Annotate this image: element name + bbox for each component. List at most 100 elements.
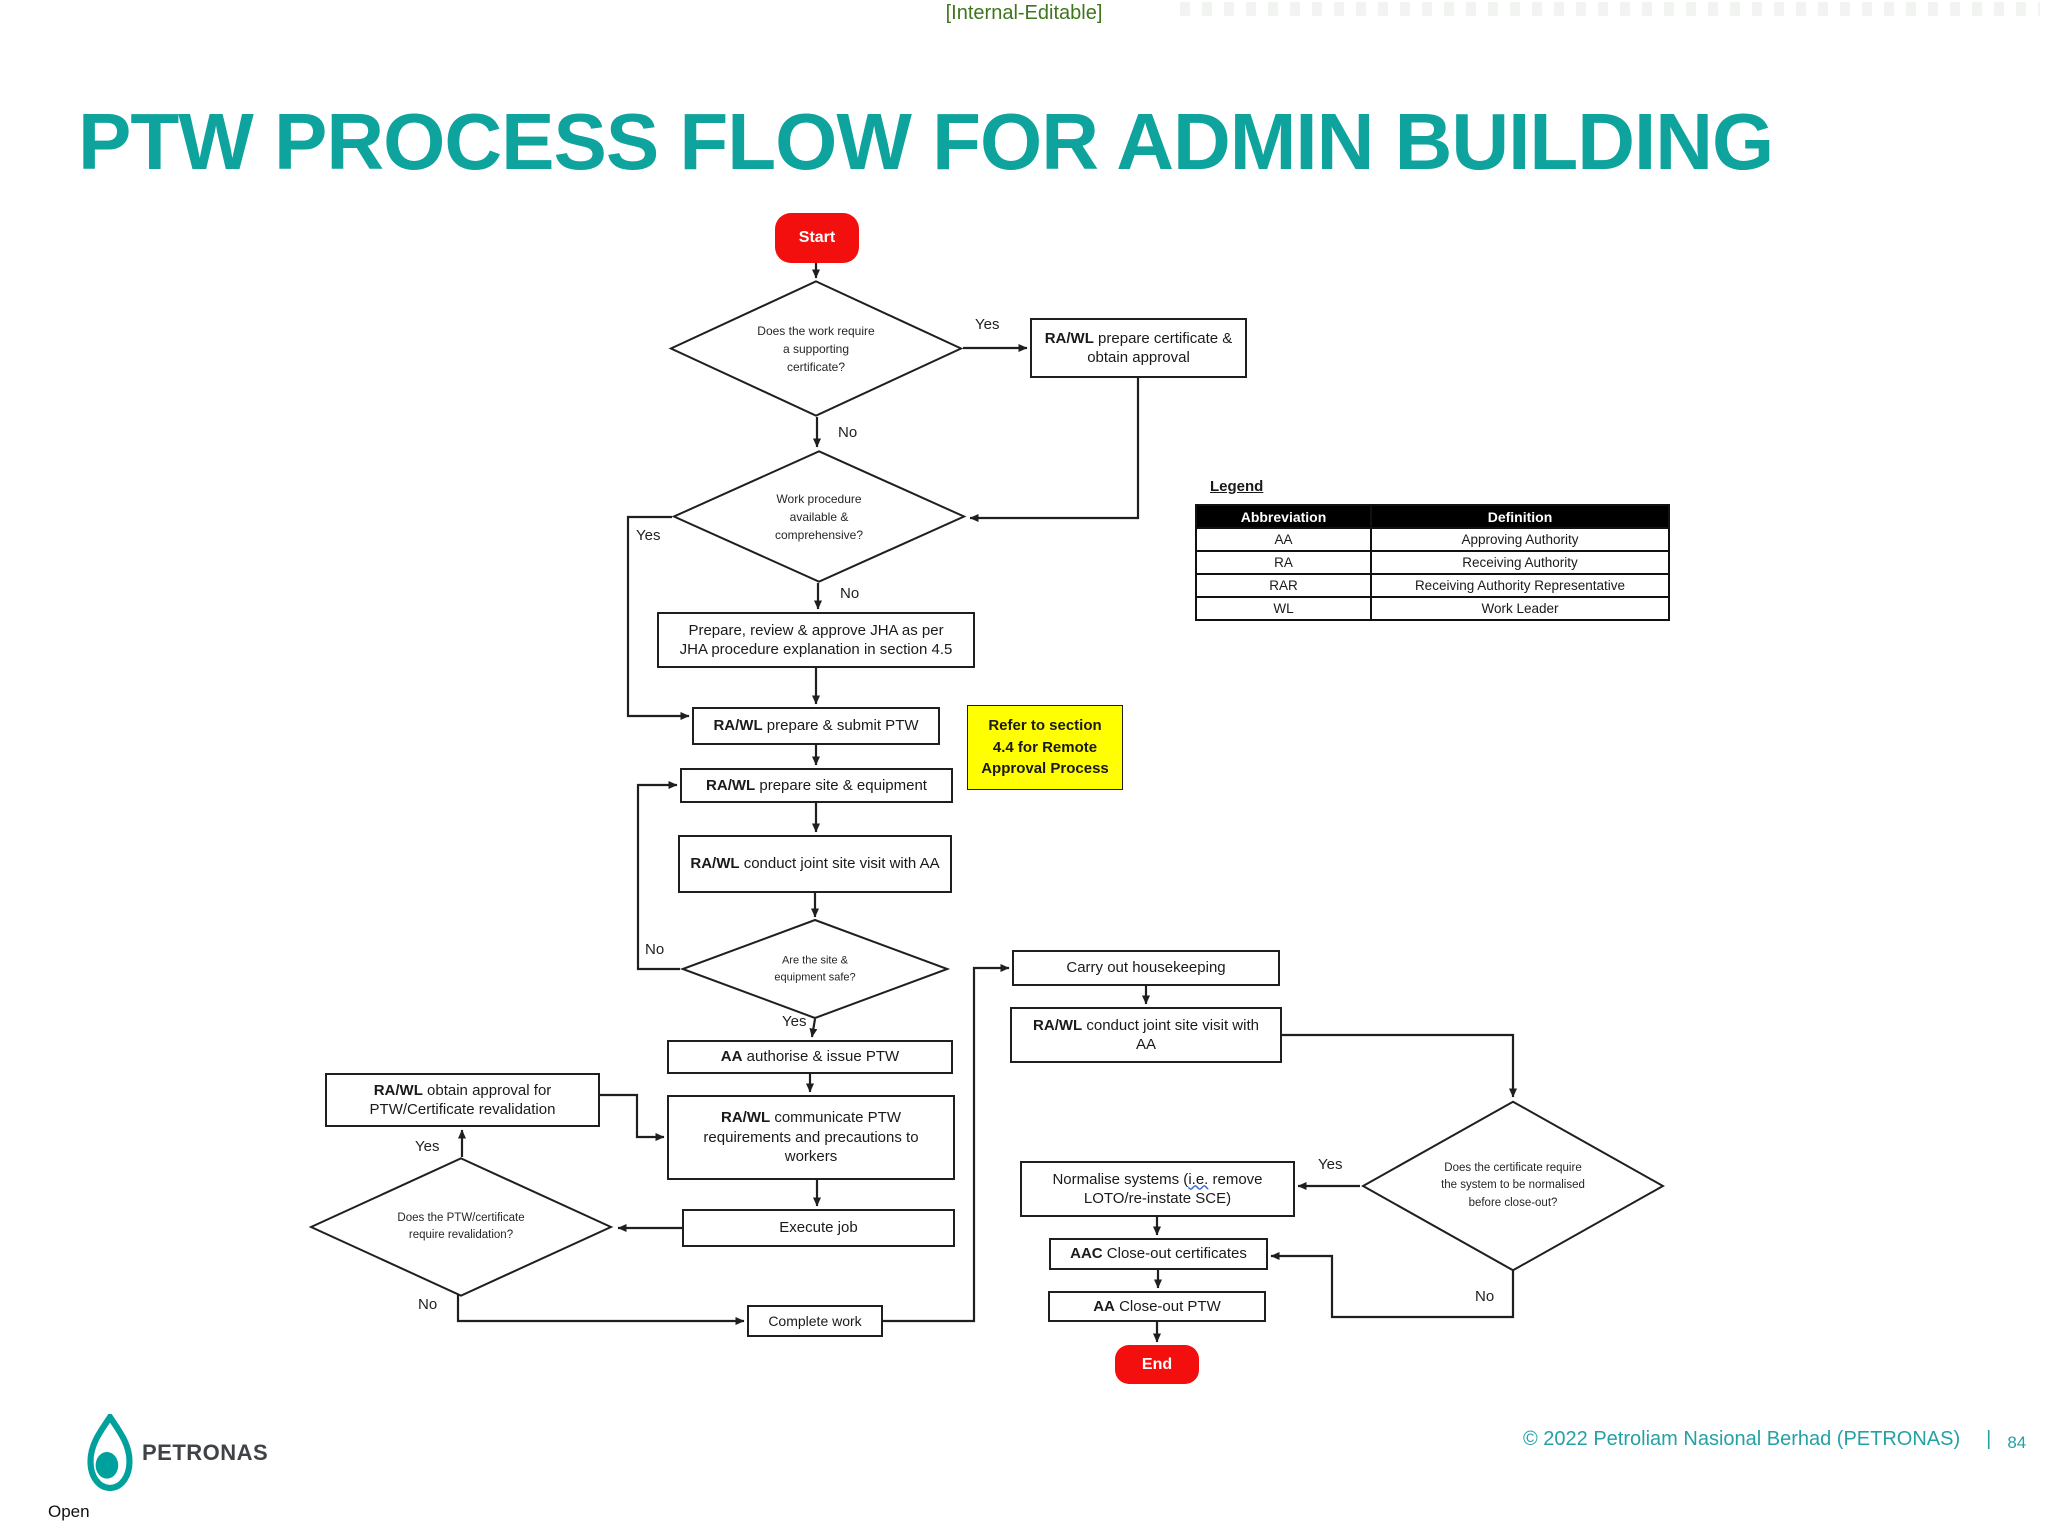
edge-label-yes: Yes: [975, 316, 1000, 333]
node-label-text: Close-out certificates: [1106, 1245, 1247, 1263]
node-label-text: prepare site & equipment: [759, 776, 927, 794]
connector-visit2-to-d5: [1282, 1033, 1517, 1098]
legend-row: RAR Receiving Authority Representative: [1195, 573, 1670, 598]
petronas-wordmark: PETRONAS: [142, 1440, 269, 1465]
legend-abbr: AA: [1195, 527, 1372, 552]
footer: © 2022 Petroliam Nasional Berhad (PETRON…: [1523, 1428, 2026, 1453]
decision-label: Does the certificate require the system …: [1441, 1162, 1585, 1209]
legend-def: Approving Authority: [1370, 527, 1670, 552]
node-label: RA/WL prepare site & equipment: [682, 776, 951, 796]
node-label: Normalise systems (i.e. remove LOTO/re-i…: [1044, 1170, 1272, 1209]
node-label: Carry out housekeeping: [1066, 959, 1226, 977]
footer-separator: |: [1986, 1428, 1992, 1450]
process-aa-close-out-ptw: AA Close-out PTW: [1048, 1291, 1266, 1322]
node-label-post: remove LOTO/re-instate SCE): [1083, 1170, 1263, 1208]
process-prepare-certificate: RA/WL prepare certificate & obtain appro…: [1030, 318, 1247, 378]
node-label-text: Close-out PTW: [1119, 1297, 1221, 1315]
faded-watermark-pattern: [1180, 2, 2040, 16]
decision-label: Are the site & equipment safe?: [774, 954, 856, 984]
node-label: Start: [798, 229, 836, 246]
node-label: RA/WL prepare certificate & obtain appro…: [1032, 329, 1245, 368]
node-label-text: prepare certificate & obtain approval: [1087, 329, 1233, 367]
process-execute-job: Execute job: [682, 1209, 955, 1247]
process-joint-site-visit-2: RA/WL conduct joint site visit with AA: [1010, 1007, 1282, 1063]
node-label: RA/WL communicate PTW requirements and p…: [696, 1108, 926, 1167]
page-title: PTW PROCESS FLOW FOR ADMIN BUILDING: [78, 97, 1774, 186]
classification-label: [Internal-Editable]: [945, 2, 1103, 24]
legend-def: Receiving Authority Representative: [1370, 573, 1670, 598]
connector-cert-to-d2: [969, 378, 1140, 522]
process-aac-close-out-certificates: AAC Close-out certificates: [1049, 1238, 1268, 1270]
petronas-logo: PETRONAS: [86, 1414, 268, 1492]
node-label-bold: RA/WL: [720, 1109, 771, 1127]
node-label: Complete work: [768, 1312, 862, 1329]
node-label-bold: RA/WL: [713, 717, 763, 735]
process-joint-site-visit-1: RA/WL conduct joint site visit with AA: [678, 835, 952, 893]
decision-supporting-certificate: Does the work require a supporting certi…: [668, 280, 964, 417]
node-label-text: conduct joint site visit with AA: [743, 855, 940, 873]
decision-work-procedure: Work procedure available & comprehensive…: [671, 450, 967, 583]
petronas-droplet-icon: [87, 1414, 133, 1491]
node-label-line2: JHA procedure explanation in section 4.5: [679, 641, 953, 658]
legend-row: AA Approving Authority: [1195, 527, 1670, 552]
decision-revalidation: Does the PTW/certificate require revalid…: [308, 1157, 614, 1297]
legend-abbr: RAR: [1195, 573, 1372, 598]
process-housekeeping: Carry out housekeeping: [1012, 950, 1280, 986]
node-label-text: conduct joint site visit with AA: [1086, 1016, 1259, 1054]
decision-site-safe: Are the site & equipment safe?: [680, 919, 950, 1019]
node-label-bold: AA: [720, 1048, 743, 1066]
node-label-ie: i.e.: [1188, 1170, 1209, 1188]
node-label-bold: RA/WL: [706, 776, 756, 794]
process-normalise-systems: Normalise systems (i.e. remove LOTO/re-i…: [1020, 1161, 1295, 1217]
node-label-text: obtain approval for PTW/Certificate reva…: [369, 1081, 556, 1119]
legend-abbr: WL: [1195, 596, 1372, 621]
edge-label-yes: Yes: [1318, 1156, 1343, 1173]
edge-label-no: No: [645, 941, 665, 958]
connector-d4-no: [456, 1295, 745, 1325]
legend-col-definition: Definition: [1370, 504, 1670, 529]
process-obtain-approval-revalidation: RA/WL obtain approval for PTW/Certificat…: [325, 1073, 600, 1127]
decision-label: Does the PTW/certificate require revalid…: [397, 1211, 525, 1241]
legend-def: Receiving Authority: [1370, 550, 1670, 575]
end-terminal: End: [1115, 1345, 1199, 1384]
start-terminal: Start: [775, 213, 859, 263]
edge-label-no: No: [838, 424, 858, 441]
connector-d2-yes: [626, 515, 690, 720]
legend-def: Work Leader: [1370, 596, 1670, 621]
node-label: AA authorise & issue PTW: [669, 1047, 951, 1067]
node-label-bold: RA/WL: [690, 855, 740, 873]
decision-label: Work procedure available & comprehensive…: [774, 491, 864, 542]
note-label: Refer to section 4.4 for Remote Approval…: [981, 716, 1109, 778]
node-label: RA/WL conduct joint site visit with AA: [690, 854, 940, 874]
edge-label-no: No: [418, 1296, 438, 1313]
process-complete-work: Complete work: [747, 1305, 883, 1337]
node-label: AAC Close-out certificates: [1051, 1244, 1266, 1264]
connector-complete-to-housekeeping: [883, 964, 1010, 1323]
node-label-text: prepare & submit PTW: [766, 717, 919, 735]
node-label-bold: RA/WL: [373, 1081, 423, 1099]
node-label-bold: RA/WL: [1044, 329, 1094, 347]
process-prepare-site: RA/WL prepare site & equipment: [680, 768, 953, 803]
page-number: 84: [2007, 1433, 2027, 1452]
node-label: End: [1141, 1355, 1173, 1373]
process-authorise-ptw: AA authorise & issue PTW: [667, 1040, 953, 1074]
open-classification-label: Open: [48, 1502, 90, 1521]
edge-label-yes: Yes: [415, 1138, 440, 1155]
decision-normalise-before-closeout: Does the certificate require the system …: [1360, 1100, 1666, 1272]
legend-col-abbreviation: Abbreviation: [1195, 504, 1372, 529]
legend-row: WL Work Leader: [1195, 596, 1670, 621]
edge-label-no: No: [840, 585, 860, 602]
node-label: AA Close-out PTW: [1050, 1297, 1264, 1317]
legend-table: Abbreviation Definition AA Approving Aut…: [1195, 504, 1670, 621]
node-label: Execute job: [779, 1219, 858, 1237]
connector-obtain-to-communicate: [600, 1093, 665, 1141]
legend-header-row: Abbreviation Definition: [1195, 504, 1670, 529]
connector-d3-no: [636, 781, 680, 971]
edge-label-no: No: [1475, 1288, 1495, 1305]
node-label-pre: Normalise systems (: [1052, 1170, 1189, 1188]
process-submit-ptw: RA/WL prepare & submit PTW: [692, 707, 940, 745]
node-label-bold: AAC: [1070, 1245, 1103, 1263]
node-label: RA/WL prepare & submit PTW: [694, 716, 938, 736]
